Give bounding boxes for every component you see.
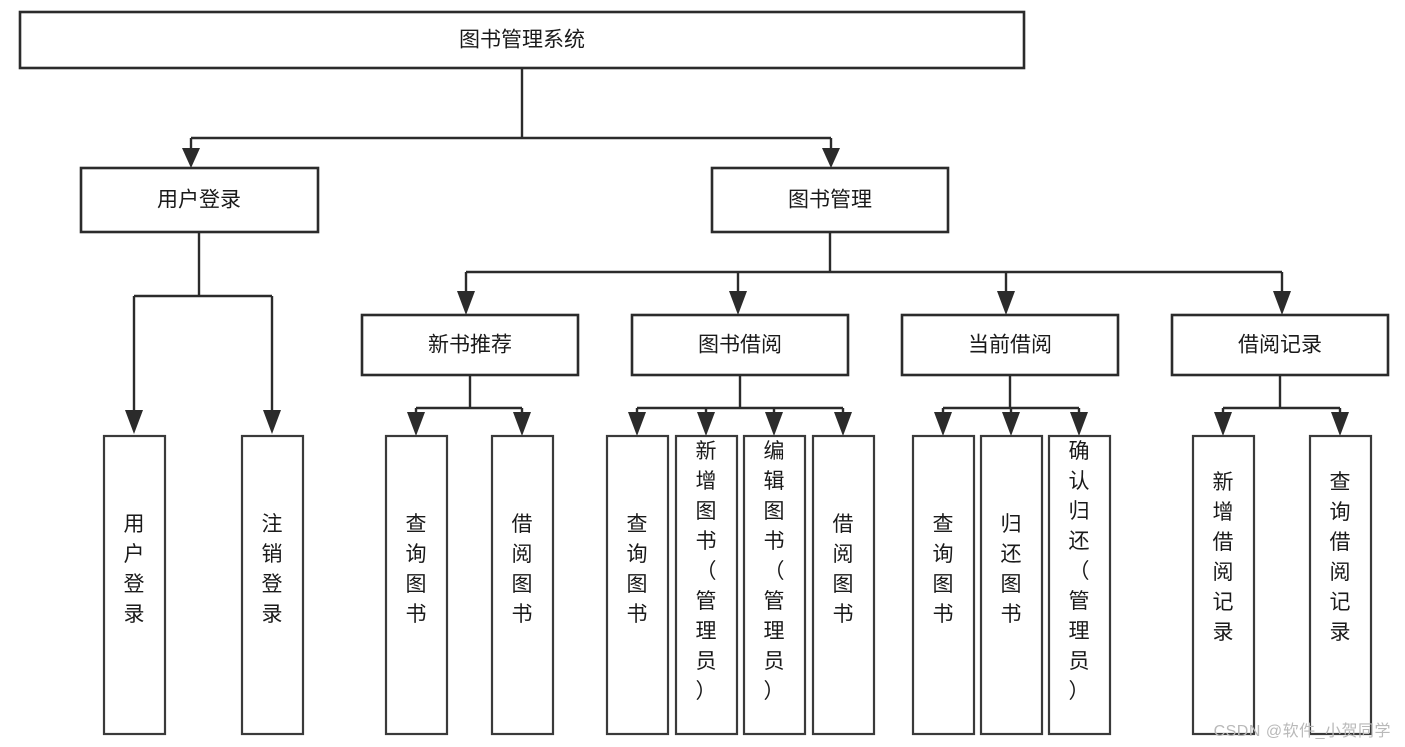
node-book-borrowing[interactable]: 图书借阅 — [630, 313, 850, 377]
leaf-br-add-record[interactable]: 新增借阅记录 — [1191, 434, 1256, 736]
node-current-borrowing-label: 当前借阅 — [968, 334, 1052, 357]
arrow-bookborrow-leaf-2 — [697, 412, 715, 436]
node-current-borrowing[interactable]: 当前借阅 — [900, 313, 1120, 377]
arrow-currentborrow-leaf-2 — [1002, 412, 1020, 436]
arrow-newbookrec-leaf-2 — [513, 412, 531, 436]
node-root-book-management-system[interactable]: 图书管理系统 — [18, 10, 1026, 70]
leaf-user-login-label: 用户登录 — [124, 513, 145, 626]
leaf-cb-confirm-return[interactable]: 确认归还（管理员） — [1047, 434, 1112, 736]
arrow-bookborrow-leaf-1 — [628, 412, 646, 436]
node-book-management[interactable]: 图书管理 — [710, 166, 950, 234]
arrow-borrowrecord-leaf-1 — [1214, 412, 1232, 436]
leaf-logout[interactable]: 注销登录 — [240, 434, 305, 736]
arrow-bookborrow-leaf-3 — [765, 412, 783, 436]
arrow-bookborrow-leaf-4 — [834, 412, 852, 436]
node-user-login[interactable]: 用户登录 — [79, 166, 320, 234]
leaf-user-login[interactable]: 用户登录 — [102, 434, 167, 736]
node-new-book-recommendation-label: 新书推荐 — [428, 334, 512, 357]
leaf-cb-return-book-label: 归还图书 — [1001, 513, 1022, 626]
node-root-label: 图书管理系统 — [459, 29, 585, 52]
leaf-br-query-record-label: 查询借阅记录 — [1330, 471, 1351, 644]
arrow-currentborrow-leaf-3 — [1070, 412, 1088, 436]
leaf-cb-confirm-return-label: 确认归还（管理员） — [1069, 440, 1090, 703]
node-borrow-record[interactable]: 借阅记录 — [1170, 313, 1390, 377]
arrow-bookmanage-to-borrow-record — [1273, 291, 1291, 315]
arrow-newbookrec-leaf-1 — [407, 412, 425, 436]
node-new-book-recommendation[interactable]: 新书推荐 — [360, 313, 580, 377]
node-user-login-label: 用户登录 — [157, 189, 241, 212]
leaf-bb-borrow-book[interactable]: 借阅图书 — [811, 434, 876, 736]
leaf-cb-query-book-label: 查询图书 — [933, 513, 954, 626]
arrow-userlogin-leaf-1 — [125, 410, 143, 434]
leaf-bb-edit-book-label: 编辑图书（管理员） — [764, 440, 785, 703]
leaf-bb-add-book[interactable]: 新增图书（管理员） — [674, 434, 739, 736]
leaf-bb-query-book-label: 查询图书 — [627, 513, 648, 626]
arrow-root-to-book-manage — [822, 148, 840, 168]
arrow-userlogin-leaf-2 — [263, 410, 281, 434]
node-book-management-label: 图书管理 — [788, 189, 872, 212]
leaf-bb-query-book[interactable]: 查询图书 — [605, 434, 670, 736]
leaf-br-query-record[interactable]: 查询借阅记录 — [1308, 434, 1373, 736]
leaf-cb-query-book[interactable]: 查询图书 — [911, 434, 976, 736]
node-borrow-record-label: 借阅记录 — [1238, 334, 1322, 357]
arrow-borrowrecord-leaf-2 — [1331, 412, 1349, 436]
leaf-bb-borrow-book-label: 借阅图书 — [833, 513, 854, 626]
leaf-bb-add-book-label: 新增图书（管理员） — [696, 440, 717, 703]
leaf-rec-query-book[interactable]: 查询图书 — [384, 434, 449, 736]
leaf-cb-return-book[interactable]: 归还图书 — [979, 434, 1044, 736]
leaf-bb-edit-book[interactable]: 编辑图书（管理员） — [742, 434, 807, 736]
arrow-bookmanage-to-current-borrow — [997, 291, 1015, 315]
leaf-rec-borrow-book[interactable]: 借阅图书 — [490, 434, 555, 736]
arrow-root-to-user-login — [182, 148, 200, 168]
node-book-borrowing-label: 图书借阅 — [698, 334, 782, 357]
leaf-logout-label: 注销登录 — [262, 513, 283, 626]
connector-layer — [125, 68, 1349, 436]
arrow-bookmanage-to-book-borrow — [729, 291, 747, 315]
arrow-bookmanage-to-new-book-rec — [457, 291, 475, 315]
leaf-rec-borrow-book-label: 借阅图书 — [512, 513, 533, 626]
leaf-br-add-record-label: 新增借阅记录 — [1213, 471, 1234, 644]
leaf-rec-query-book-label: 查询图书 — [406, 513, 427, 626]
arrow-currentborrow-leaf-1 — [934, 412, 952, 436]
